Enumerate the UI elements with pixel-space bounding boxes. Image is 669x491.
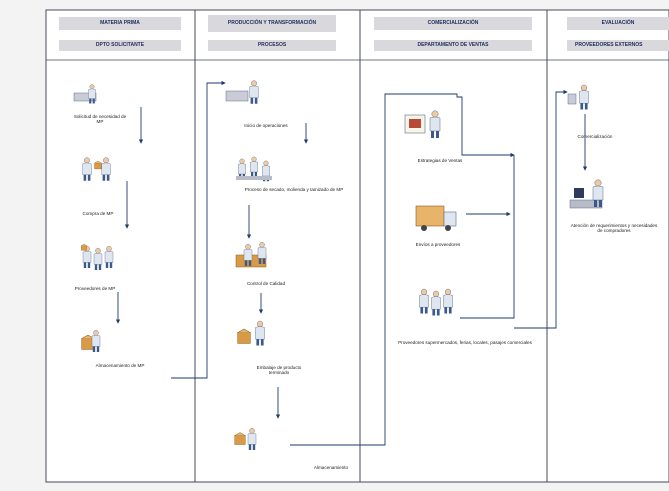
lane-1-title: MATERIA PRIMA (59, 17, 181, 30)
customer-service-icon (569, 179, 604, 209)
request-icon (73, 84, 97, 104)
step-sales-strategy-label: Estrategias de Ventas (417, 158, 463, 163)
step-purchase-label: Compra de MP (82, 211, 114, 216)
lane-4-subtitle: PROVEEDORES EXTERNOS (567, 40, 669, 51)
shipping-icon (415, 205, 457, 231)
sales-strategy-icon (404, 110, 441, 139)
operations-icon (225, 80, 259, 105)
lane-3-title: COMERCIALIZACIÓN (374, 17, 532, 30)
step-storage-label: Almacenamiento (313, 465, 349, 470)
step-customer-service-label: Atención de requerimientos y necesidades… (570, 223, 658, 234)
step-request-label: Solicitud de necesidad de MP (73, 114, 127, 125)
lane-4-title: EVALUACIÓN (567, 17, 669, 30)
step-quality-label: Control de Calidad (246, 281, 286, 286)
lane-2-title: PRODUCCIÓN Y TRANSFORMACIÓN (208, 15, 336, 32)
lane-2-subtitle: PROCESOS (208, 40, 336, 51)
step-processing-label: Proceso de secado, molienda y tamizado d… (244, 187, 344, 192)
step-raw-storage-label: Almacenamiento de MP (95, 363, 145, 368)
lane-1-subtitle: DPTO SOLICITANTE (59, 40, 181, 51)
step-packaging-label: Embalaje de producto terminado (256, 365, 302, 376)
drying-milling-icon (236, 156, 272, 182)
step-commercialization-label: Comercialización (577, 134, 613, 139)
step-retailers-label: Proveedores supermercados, ferias, local… (398, 340, 532, 345)
commercialization-icon (567, 84, 589, 110)
step-suppliers-label: Proveedores de MP (74, 286, 116, 291)
quality-control-icon (235, 241, 267, 268)
step-shipping-label: Envíos a proveedores (415, 242, 461, 247)
lane-3-subtitle: DEPARTAMENTO DE VENTAS (374, 40, 532, 51)
step-operations-label: Inicio de operaciones (244, 123, 288, 128)
